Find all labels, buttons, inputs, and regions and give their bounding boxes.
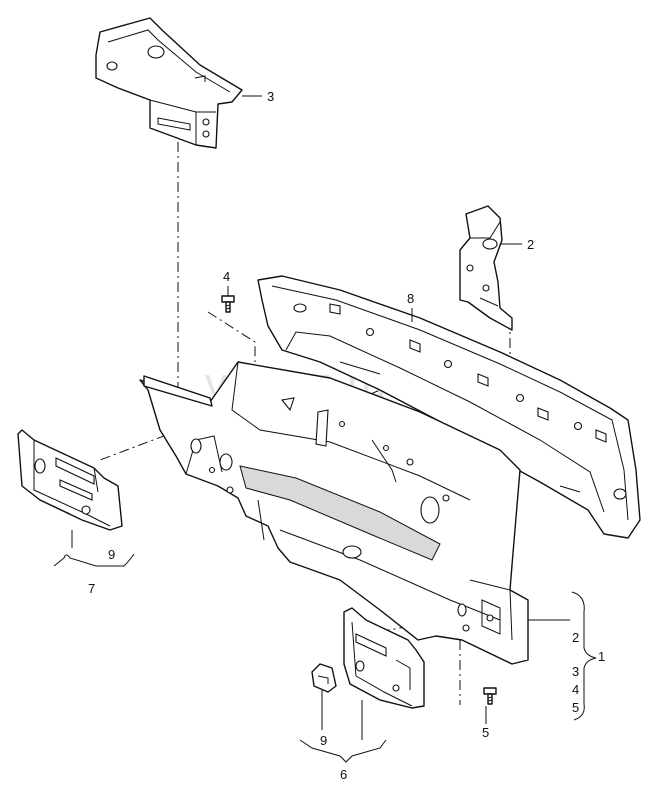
part-5-screw-lower <box>483 687 497 705</box>
callout-7: 7 <box>88 581 95 596</box>
part-3-upper-bracket <box>95 17 243 149</box>
callout-8: 8 <box>407 291 414 306</box>
callout-6: 6 <box>340 767 347 782</box>
part-2-side-bracket <box>459 205 513 331</box>
part-7-left-bracket <box>17 429 123 531</box>
callout-9-bottom: 9 <box>320 733 327 748</box>
callout-3-top: 3 <box>267 89 274 104</box>
callout-5-group: 5 <box>572 700 579 715</box>
callout-3-group: 3 <box>572 664 579 679</box>
callout-labels: 3 2 4 8 9 7 2 1 3 4 5 5 9 6 <box>88 89 605 782</box>
part-4-screw-upper <box>221 295 235 313</box>
callout-2-top: 2 <box>527 237 534 252</box>
callout-4-group: 4 <box>572 682 579 697</box>
part-6-right-bracket <box>343 607 425 709</box>
part-9-clip <box>311 663 337 693</box>
grouping-brackets <box>53 553 597 763</box>
part-1-rear-panel <box>139 361 529 665</box>
callout-9-left: 9 <box>108 547 115 562</box>
part-8-crossmember <box>257 275 641 539</box>
callout-2-group: 2 <box>572 630 579 645</box>
leader-lines <box>71 95 570 740</box>
callout-5-screw: 5 <box>482 725 489 740</box>
callout-1: 1 <box>598 649 605 664</box>
callout-4-top: 4 <box>223 269 230 284</box>
